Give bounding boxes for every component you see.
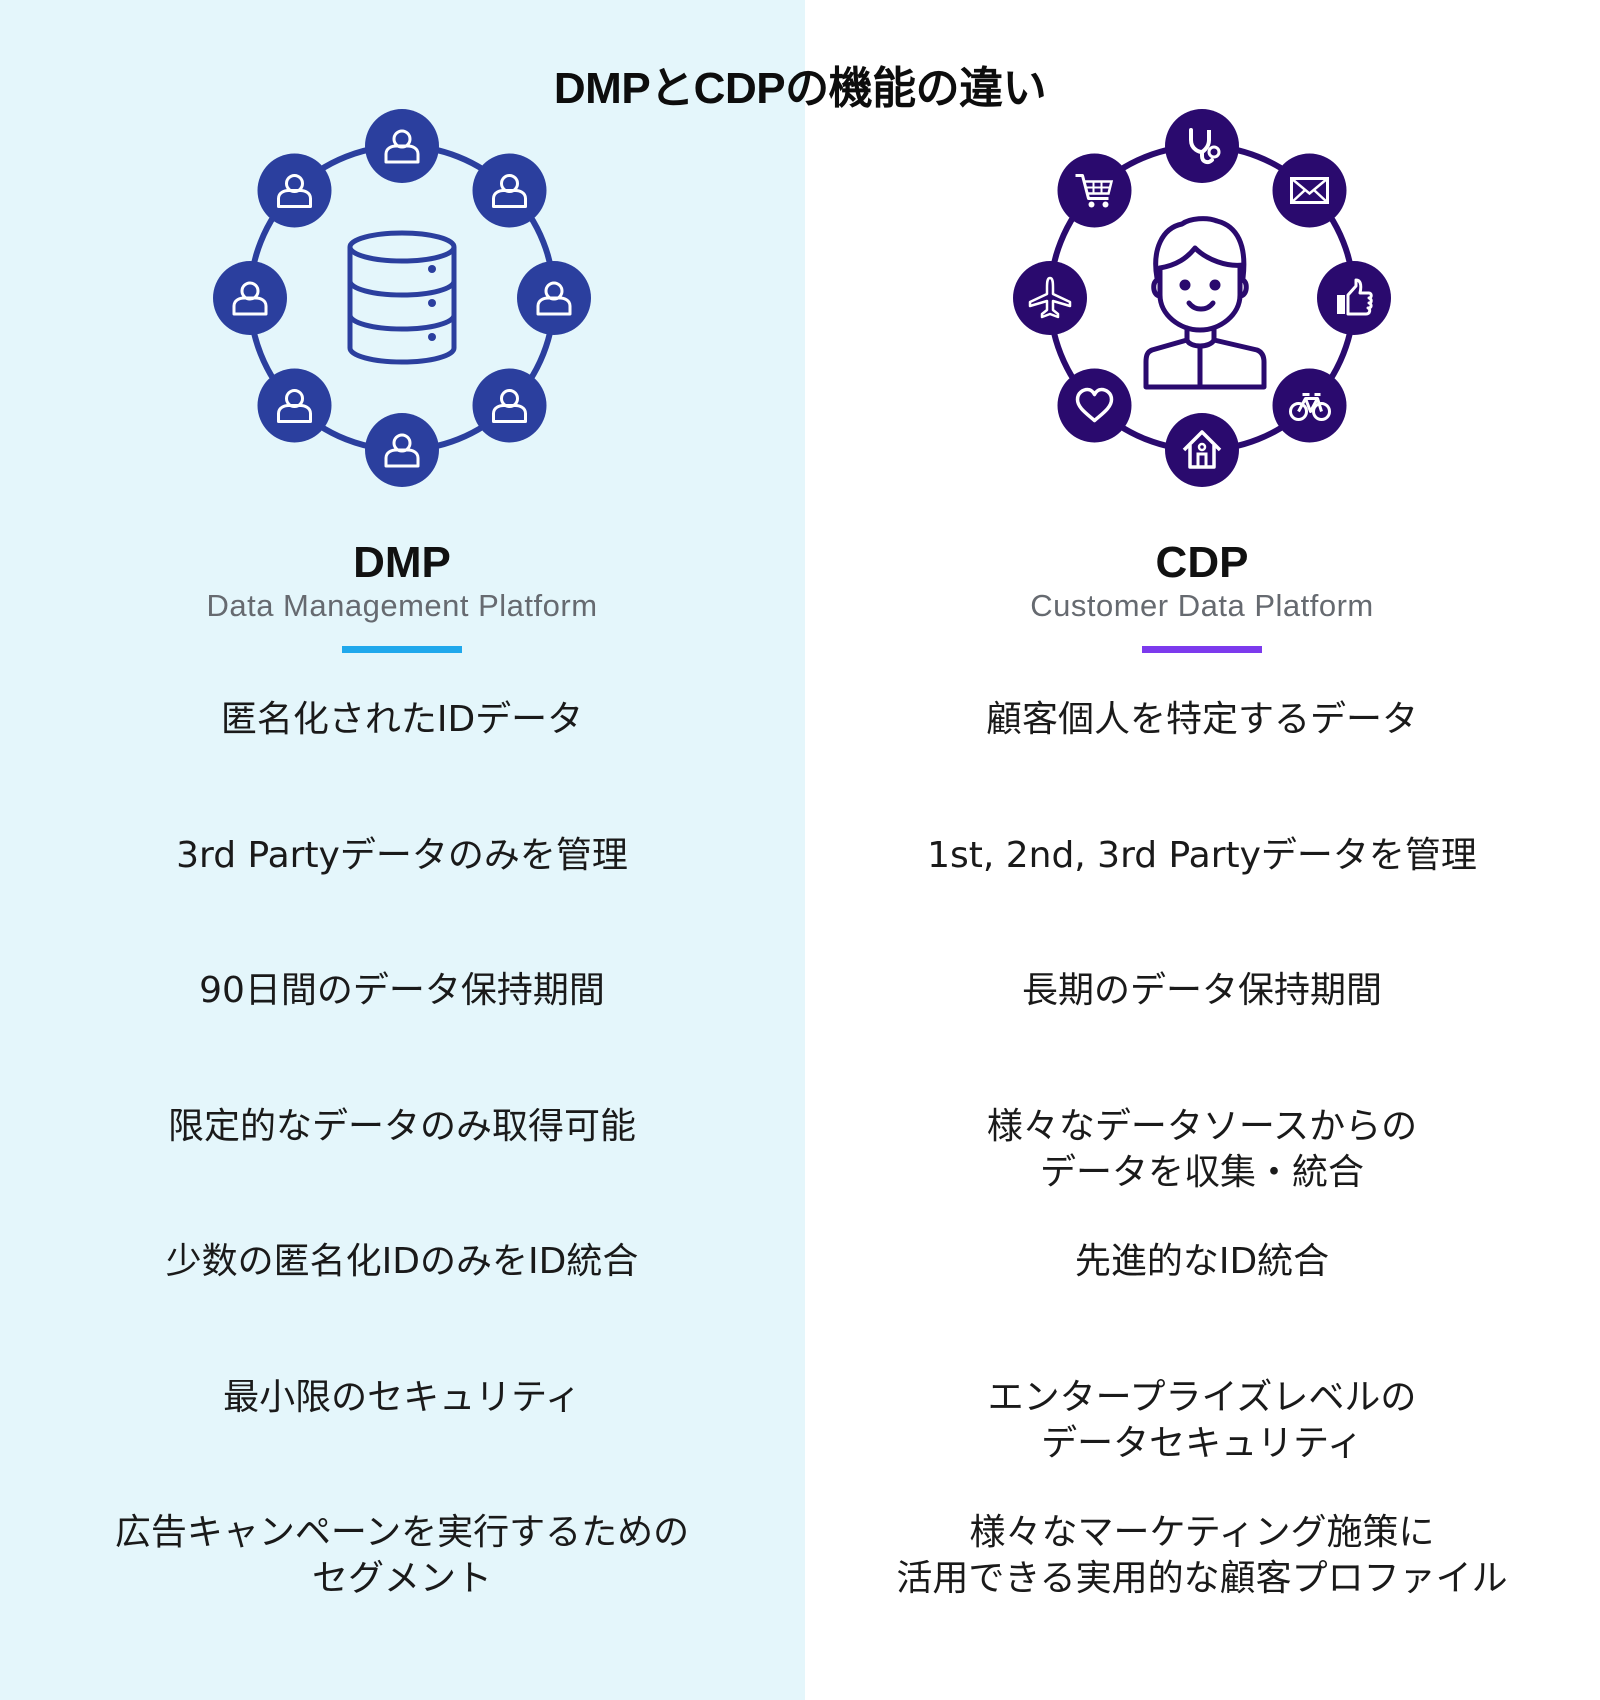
cdp-feature-row: エンタープライズレベルのデータセキュリティ [802,1375,1600,1467]
dmp-feature-row: 90日間のデータ保持期間 [2,968,802,1014]
feature-text: 様々なマーケティング施策に [969,1512,1435,1553]
user-icon [472,368,547,443]
feature-text: 活用できる実用的な顧客プロファイル [896,1558,1508,1599]
cdp-feature-row: 長期のデータ保持期間 [802,968,1600,1014]
dmp-heading: DMP [353,538,451,587]
dmp-feature-row: 限定的なデータのみ取得可能 [2,1104,802,1150]
cdp-feature-row: 1st, 2nd, 3rd Partyデータを管理 [802,833,1600,879]
cdp-accent-underline [1142,646,1262,653]
airplane-icon [1013,261,1087,335]
feature-text: 先進的なID統合 [1074,1241,1330,1282]
cdp-feature-row: 様々なマーケティング施策に活用できる実用的な顧客プロファイル [802,1510,1600,1602]
feature-text: セグメント [311,1558,492,1599]
cdp-diagram [1013,109,1391,487]
feature-text: 90日間のデータ保持期間 [199,970,605,1011]
customer-person-icon [1143,216,1267,390]
user-icon [213,261,287,335]
cdp-subheading: Customer Data Platform [1030,588,1374,623]
dmp-ring [213,109,591,487]
feature-text: 3rd Partyデータのみを管理 [176,834,628,876]
thumbs-up-icon [1317,261,1391,335]
database-icon [347,230,457,365]
dmp-feature-row: 最小限のセキュリティ [2,1375,802,1421]
cdp-feature-row: 先進的なID統合 [802,1239,1600,1285]
feature-text: 限定的なデータのみ取得可能 [167,1105,636,1147]
feature-text: データを収集・統合 [1039,1151,1364,1193]
feature-text: 長期のデータ保持期間 [1021,970,1382,1011]
dmp-column: DMP Data Management Platform 匿名化されたIDデータ… [2,0,802,1700]
bicycle-icon [1272,368,1347,443]
feature-text: 最小限のセキュリティ [223,1376,581,1418]
dmp-subheading: Data Management Platform [206,588,598,623]
shopping-cart-icon [1057,153,1132,228]
cdp-feature-row: 様々なデータソースからのデータを収集・統合 [802,1104,1600,1196]
dmp-feature-row: 3rd Partyデータのみを管理 [2,833,802,879]
dmp-panel-background [0,0,805,1700]
user-icon [472,153,547,228]
cdp-ring [1013,109,1391,487]
dmp-feature-row: 広告キャンペーンを実行するためのセグメント [2,1510,802,1602]
heart-icon [1057,368,1132,443]
stethoscope-icon [1165,109,1239,183]
home-icon [1165,413,1239,487]
mail-icon [1272,153,1347,228]
cdp-feature-row: 顧客個人を特定するデータ [802,697,1600,743]
feature-text: エンタープライズレベルの [987,1376,1417,1418]
feature-text: 広告キャンペーンを実行するための [114,1512,690,1553]
user-icon [365,109,439,183]
feature-text: データセキュリティ [1041,1422,1363,1464]
feature-text: 匿名化されたIDデータ [220,699,584,740]
dmp-feature-row: 少数の匿名化IDのみをID統合 [2,1239,802,1285]
feature-text: 少数の匿名化IDのみをID統合 [165,1241,639,1282]
feature-text: 1st, 2nd, 3rd Partyデータを管理 [927,834,1477,876]
user-icon [257,153,332,228]
dmp-diagram [213,109,591,487]
user-icon [365,413,439,487]
user-icon [517,261,591,335]
dmp-feature-row: 匿名化されたIDデータ [2,697,802,743]
cdp-column: CDP Customer Data Platform 顧客個人を特定するデータ 1… [802,0,1600,1700]
feature-text: 様々なデータソースからの [986,1105,1418,1147]
cdp-heading: CDP [1155,538,1249,587]
feature-text: 顧客個人を特定するデータ [985,699,1418,740]
user-icon [257,368,332,443]
dmp-accent-underline [342,646,462,653]
page-title: DMPとCDPの機能の違い [553,64,1047,113]
